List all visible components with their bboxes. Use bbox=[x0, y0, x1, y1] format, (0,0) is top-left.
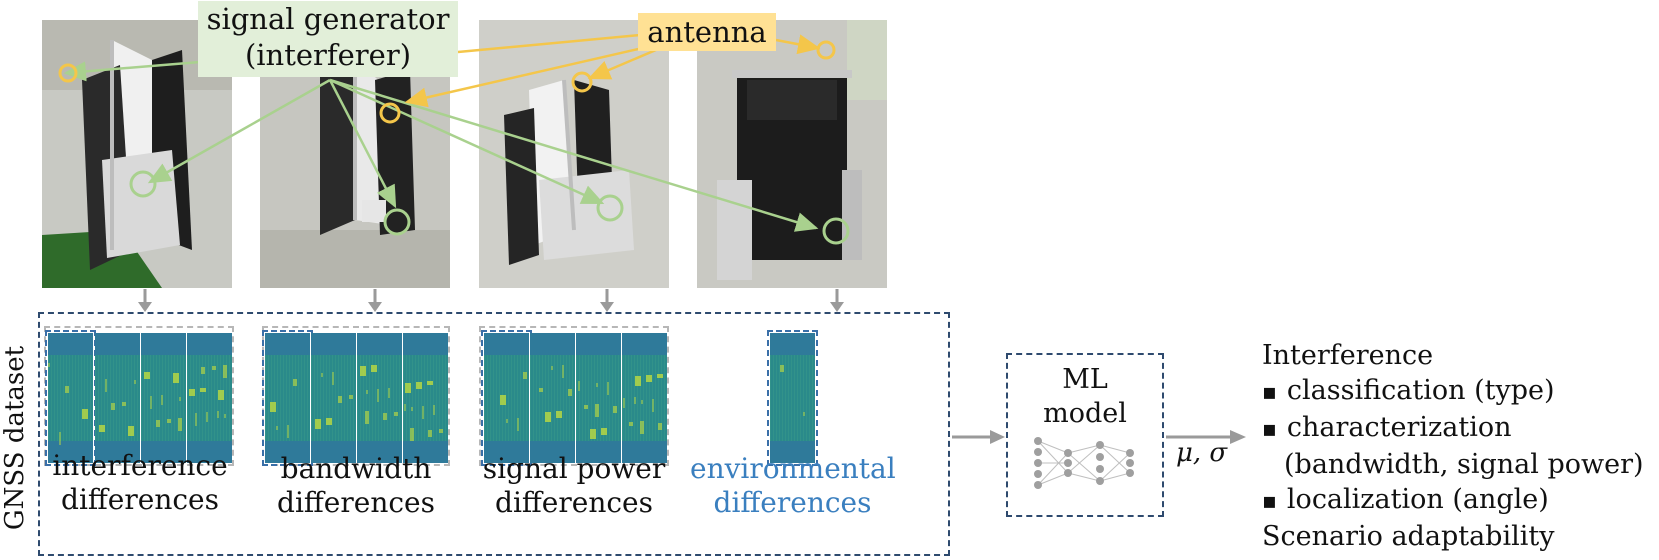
spectrogram-group-bandwidth bbox=[262, 326, 450, 466]
spectrogram bbox=[481, 330, 532, 466]
spectrogram bbox=[530, 333, 575, 463]
antenna-callout: antenna bbox=[638, 13, 776, 51]
gnss-dataset-frame bbox=[38, 312, 950, 556]
gnss-dataset-label: GNSS dataset bbox=[0, 345, 30, 531]
output-item: localization (angle) bbox=[1262, 482, 1644, 519]
spectrogram bbox=[357, 333, 402, 463]
spectrogram bbox=[622, 333, 667, 463]
signal-generator-label: signal generator bbox=[206, 2, 450, 36]
spectrogram-group-power bbox=[479, 326, 669, 466]
output-item: classification (type) bbox=[1262, 373, 1644, 410]
spectrogram bbox=[95, 333, 140, 463]
photo-setup-3 bbox=[479, 20, 669, 288]
spectrogram bbox=[45, 330, 96, 466]
spectrogram bbox=[262, 330, 313, 466]
spectrogram bbox=[403, 333, 448, 463]
signal-generator-callout: signal generator (interferer) bbox=[198, 1, 458, 77]
photo-setup-4 bbox=[697, 20, 887, 288]
output-item: characterization bbox=[1262, 410, 1644, 447]
outputs-heading: Interference bbox=[1262, 340, 1434, 371]
output-item-continuation: (bandwidth, signal power) bbox=[1284, 449, 1644, 480]
spectrogram bbox=[141, 333, 186, 463]
neural-network-icon bbox=[1034, 437, 1134, 489]
interferer-label: (interferer) bbox=[244, 38, 412, 72]
spectrogram bbox=[576, 333, 621, 463]
spectrogram bbox=[187, 333, 232, 463]
spectrogram bbox=[311, 333, 356, 463]
outputs-list: Interference classification (type) chara… bbox=[1262, 338, 1644, 554]
spectrogram bbox=[767, 330, 818, 466]
outputs-footer: Scenario adaptability bbox=[1262, 521, 1555, 552]
photo-to-dataset-arrows bbox=[138, 289, 844, 312]
output-symbol: μ, σ bbox=[1176, 438, 1228, 468]
spectrogram-group-interference bbox=[44, 326, 234, 466]
